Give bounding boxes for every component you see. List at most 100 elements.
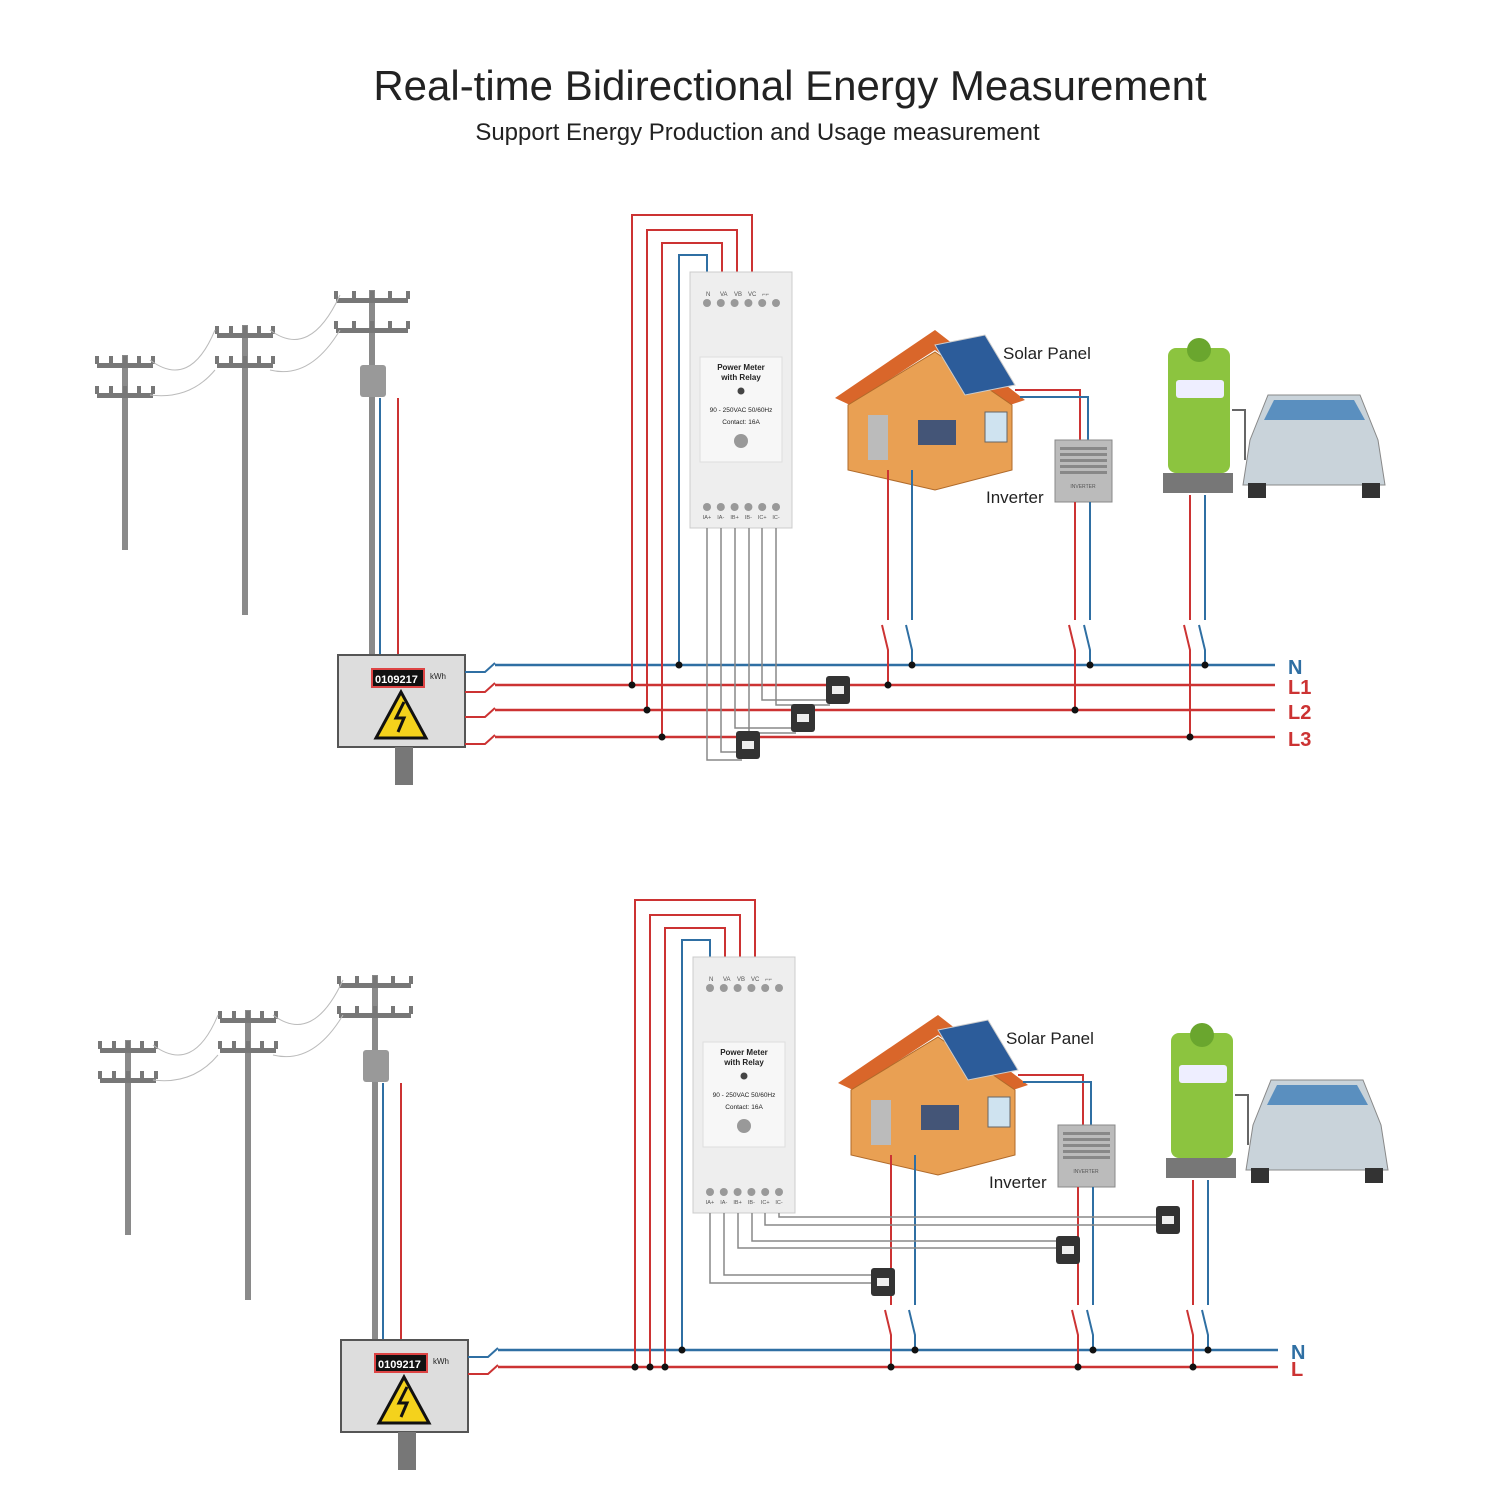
insulator [370,321,374,329]
breaker-switch [465,662,496,673]
inverter-vent [1060,447,1107,450]
voltage-wire [649,914,741,1367]
insulator [98,1071,102,1079]
terminal-screw [747,984,756,992]
insulator [388,291,392,299]
inverter-label: Inverter [989,1173,1047,1192]
charger-base [1163,473,1233,493]
ct-arrow-icon [1062,1246,1074,1254]
terminal-screw [703,299,711,307]
car-wheel [1362,483,1380,498]
breaker-switch [468,1364,499,1375]
solar-panel-label: Solar Panel [1003,344,1091,363]
terminal-label: N [709,977,713,983]
insulator [271,356,275,364]
utility-meter-unit: kWh [433,1357,449,1366]
pole-crossarm [339,983,411,988]
insulator [257,326,261,334]
bus-label-L: L [1291,1359,1303,1381]
inverter-vent [1063,1150,1110,1153]
insulator [137,356,141,364]
pole-crossarm [220,1048,276,1053]
device-name: Power Meter [717,363,765,372]
insulator [352,291,356,299]
ct-wire [720,528,738,753]
terminal-label: IB- [748,1200,755,1206]
charger-bolt-icon [1187,338,1211,362]
utility-meter-display [374,1353,428,1373]
pole-crossarm [97,363,153,368]
insulator [337,1006,341,1014]
terminal-screw [758,503,767,511]
overhead-cables [152,979,344,1082]
solar-panel [937,1019,1019,1081]
insulator [355,1006,359,1014]
insulator [95,386,99,394]
insulator [243,356,247,364]
pv-wire [1015,389,1081,440]
junction-dot [646,1363,654,1371]
insulator [355,976,359,984]
charger-base [1166,1158,1236,1178]
pole-shaft [125,1040,131,1235]
inverter-vent [1063,1156,1110,1159]
ev-charger [1171,1033,1233,1158]
insulator [373,976,377,984]
car-wheel [1365,1168,1383,1183]
terminal-label: VA [720,292,728,298]
car-wheel [1248,483,1266,498]
device-rating: 90 - 250VAC 50/60Hz [713,1092,776,1099]
insulator [260,1041,264,1049]
terminal-screw [744,503,753,511]
pole-shaft [245,1010,251,1300]
utility-meter-display [371,668,425,688]
pv-wire [1018,1074,1084,1125]
terminal-screw [747,1188,756,1196]
tv [918,420,956,445]
insulator [229,356,233,364]
terminal-screw [758,299,767,307]
ct-arrow-icon [1162,1216,1174,1224]
house-roof [835,330,1025,405]
pv-wire [1023,1081,1092,1125]
insulator [140,1041,144,1049]
inverter-plate: INVERTER [1070,484,1096,490]
voltage-wire [664,927,726,1367]
load-switch-neutral [908,1309,916,1350]
junction-dot [661,1363,669,1371]
fridge [868,415,888,460]
terminal-label: ⌐⌐ [765,977,773,983]
power-button-icon [737,1119,751,1133]
load-switch-neutral [905,624,913,665]
ct-wire [706,528,742,761]
terminal-screw [706,1188,714,1196]
solar-panel-label: Solar Panel [1006,1029,1094,1048]
junction-dot [1201,661,1209,669]
terminal-screw [775,1188,783,1196]
pole-crossarm [217,333,273,338]
insulator [112,1071,116,1079]
insulator [123,356,127,364]
charger-display [1176,380,1224,398]
ct-wire [723,1213,873,1276]
junction-dot [643,706,651,714]
ct-arrow-icon [797,714,809,722]
warning-icon [376,1373,432,1425]
terminal-label: IA- [720,1200,727,1206]
insulator [215,326,219,334]
utility-meter-reading: 0109217 [378,1359,421,1371]
terminal-screw [733,984,742,992]
insulator [126,1071,130,1079]
window [987,1096,1011,1128]
pole-crossarm [100,1078,156,1083]
insulator [352,321,356,329]
load-switch-neutral [1083,624,1091,665]
ct-wire [761,528,832,701]
load-switch-live [1071,1309,1079,1367]
overhead-cables [149,294,341,397]
insulator [409,1006,413,1014]
insulator [109,356,113,364]
ct-wire [751,1213,1058,1242]
insulator [229,326,233,334]
